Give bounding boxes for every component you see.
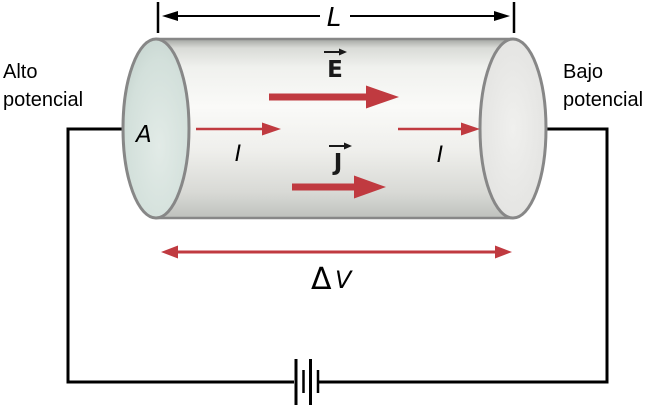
- length-dimension: L: [156, 2, 516, 33]
- high-potential-line1: Alto: [3, 61, 37, 83]
- label-current-right: I: [437, 143, 444, 168]
- cylinder-right-face: [478, 37, 548, 220]
- efield-arrow: [269, 85, 399, 109]
- circuit-wire-right: [319, 127, 609, 384]
- label-current-left: I: [235, 142, 242, 167]
- high-potential-label: Alto potencial: [3, 61, 83, 111]
- high-potential-line2: potencial: [3, 89, 83, 111]
- cylinder-left-face: [121, 37, 191, 220]
- circuit-wire-left: [66, 127, 294, 384]
- label-area: A: [134, 122, 152, 148]
- label-current-density: J: [332, 150, 343, 176]
- label-length: L: [327, 3, 342, 33]
- current-density-label: J: [329, 142, 352, 176]
- current-arrow-left: [196, 122, 281, 136]
- label-voltage-variable: V: [335, 266, 353, 294]
- efield-label: E: [324, 48, 347, 83]
- label-electric-field: E: [327, 57, 343, 83]
- low-potential-line2: potencial: [563, 89, 643, 111]
- low-potential-line1: Bajo: [563, 61, 603, 83]
- voltage-span-arrow: [161, 245, 512, 259]
- battery-icon: [294, 359, 320, 405]
- label-delta: Δ: [311, 262, 332, 297]
- voltage-label: Δ V: [311, 262, 353, 297]
- current-arrow-right: [398, 122, 480, 136]
- current-density-arrow: [292, 175, 386, 199]
- low-potential-label: Bajo potencial: [563, 61, 643, 111]
